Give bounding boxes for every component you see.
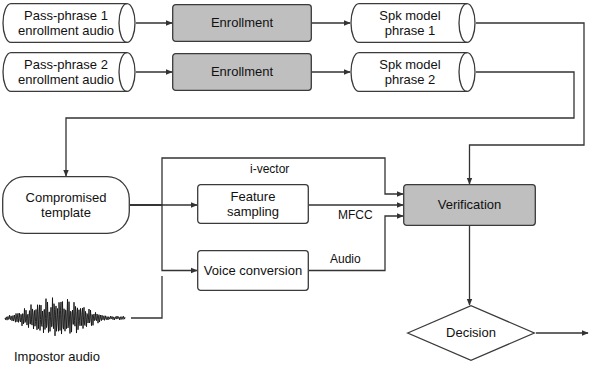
data-store: Spk model phrase 1	[350, 3, 476, 43]
node-label: Decision	[446, 325, 496, 340]
connector	[469, 226, 470, 305]
figure-caption-label: Impostor audio	[14, 349, 100, 364]
node-label: Verification	[438, 197, 502, 212]
cylinder-body	[351, 53, 475, 92]
connector	[312, 71, 350, 72]
node-label: Feature sampling	[203, 189, 303, 220]
box-outline	[173, 5, 312, 42]
connector-label: MFCC	[336, 209, 375, 222]
node-label: Voice conversion	[204, 263, 302, 278]
cylinder-cap	[119, 4, 127, 43]
connector	[66, 72, 574, 176]
node-label: Compromised template	[8, 190, 124, 221]
box-outline	[198, 185, 309, 224]
waveform-stroke	[5, 298, 125, 336]
connector	[309, 204, 403, 205]
data-store: Pass-phrase 2 enrollment audio	[2, 52, 136, 92]
template-box: Compromised template	[2, 176, 130, 234]
node-label: Spk model phrase 1	[360, 8, 460, 39]
output-arrow	[536, 332, 588, 333]
box-outline	[198, 251, 309, 291]
cylinder-cap	[119, 53, 127, 92]
process-box: Enrollment	[172, 53, 312, 91]
decision-diamond: Decision	[407, 305, 535, 361]
connector	[309, 216, 403, 271]
box-outline	[3, 177, 130, 234]
cylinder-cap	[459, 53, 467, 92]
connector-group	[66, 23, 584, 305]
diamond-outline	[408, 306, 535, 361]
connector	[136, 71, 172, 72]
node-label: Enrollment	[211, 15, 273, 30]
node-label: Pass-phrase 1 enrollment audio	[12, 8, 120, 39]
connector	[130, 205, 197, 271]
cylinder-body	[351, 4, 475, 43]
connector	[312, 22, 350, 23]
node-label: Spk model phrase 2	[360, 57, 460, 88]
connector-label: Audio	[328, 253, 363, 266]
cylinder-cap	[459, 4, 467, 43]
process-box: Enrollment	[172, 4, 312, 42]
process-box: Feature sampling	[197, 184, 309, 224]
connector-label: i-vector	[248, 163, 291, 176]
data-store: Pass-phrase 1 enrollment audio	[2, 3, 136, 43]
node-label: Enrollment	[211, 64, 273, 79]
connector	[136, 22, 172, 23]
process-box: Verification	[403, 184, 536, 226]
data-store: Spk model phrase 2	[350, 52, 476, 92]
cylinder-body	[3, 53, 135, 92]
connector	[470, 23, 585, 184]
cylinder-body	[3, 4, 135, 43]
box-outline	[404, 185, 536, 226]
audio-feed-line	[131, 276, 162, 318]
node-label: Pass-phrase 2 enrollment audio	[12, 57, 120, 88]
box-outline	[173, 54, 312, 91]
process-box: Voice conversion	[197, 250, 309, 291]
waveform-illustration	[5, 298, 125, 336]
